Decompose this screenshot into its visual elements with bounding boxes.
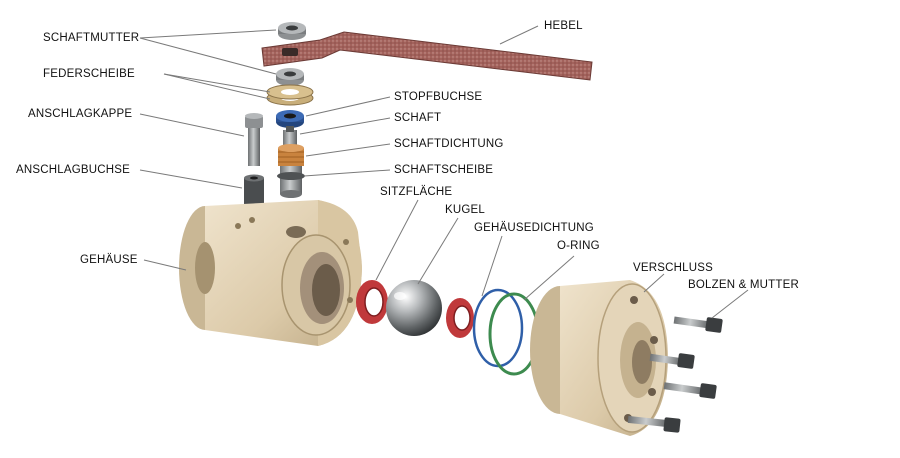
stop-bushing-part xyxy=(244,174,264,208)
label-federscheibe: FEDERSCHEIBE xyxy=(43,68,135,80)
label-schaftscheibe: SCHAFTSCHEIBE xyxy=(394,164,494,176)
label-anschlagbuchse: ANSCHLAGBUCHSE xyxy=(16,164,130,176)
stem-part xyxy=(283,126,297,148)
valve-body-part xyxy=(179,200,362,346)
handle-part xyxy=(261,31,593,81)
label-schaft: SCHAFT xyxy=(394,112,442,124)
leader-schaftscheibe xyxy=(303,169,391,177)
seat-part xyxy=(356,280,388,324)
leader-schaftmutter-2 xyxy=(139,37,277,75)
leader-oring xyxy=(523,255,575,301)
label-anschlagkappe: ANSCHLAGKAPPE xyxy=(28,108,133,120)
stem-packing-part xyxy=(278,144,304,166)
leader-federscheibe-1 xyxy=(163,73,271,93)
label-stopfbuchse: STOPFBUCHSE xyxy=(394,91,483,103)
gland-part xyxy=(276,110,304,128)
bolts-part xyxy=(627,316,723,433)
label-bolzen-mutter: BOLZEN & MUTTER xyxy=(688,279,799,291)
leader-anschlagbuchse xyxy=(139,169,243,189)
leader-kugel xyxy=(417,217,459,285)
leader-gehaeusedichtung xyxy=(481,235,503,297)
label-sitzflaeche: SITZFLÄCHE xyxy=(380,186,453,198)
leader-stopfbuchse xyxy=(305,96,391,117)
label-schaftmutter: SCHAFTMUTTER xyxy=(43,32,140,44)
seat-second-part xyxy=(446,298,474,338)
body-seal-part xyxy=(472,288,524,368)
label-hebel: HEBEL xyxy=(544,20,583,32)
label-kugel: KUGEL xyxy=(445,204,485,216)
spring-washer-part xyxy=(266,84,314,106)
label-oring: O-RING xyxy=(557,240,600,252)
label-schaftdichtung: SCHAFTDICHTUNG xyxy=(394,138,504,150)
leader-verschluss xyxy=(643,273,665,293)
bolt-1 xyxy=(673,316,723,333)
end-cap-part xyxy=(530,280,668,436)
leader-gehaeuse xyxy=(143,259,187,271)
leader-schaft xyxy=(299,117,391,135)
leader-federscheibe-2 xyxy=(163,73,271,100)
leader-schaftdichtung xyxy=(305,143,391,157)
leader-hebel xyxy=(499,25,539,45)
leader-schaftmutter-1 xyxy=(139,29,277,39)
label-gehaeusedichtung: GEHÄUSEDICHTUNG xyxy=(474,222,594,234)
ball-part xyxy=(386,280,442,336)
stem-nut-top-part xyxy=(278,22,306,40)
bolt-2 xyxy=(649,353,695,369)
leader-bolzen xyxy=(711,289,749,319)
leader-anschlagkappe xyxy=(139,113,245,137)
stop-cap-part xyxy=(245,113,263,166)
label-verschluss: VERSCHLUSS xyxy=(633,262,713,274)
leader-lines xyxy=(139,25,749,319)
leader-sitzflaeche xyxy=(375,199,419,281)
label-gehaeuse: GEHÄUSE xyxy=(80,254,138,266)
bolt-4 xyxy=(627,415,681,433)
bolt-3 xyxy=(663,382,717,399)
stem-nut-bottom-part xyxy=(276,68,304,86)
stem-washer-part xyxy=(277,166,305,198)
